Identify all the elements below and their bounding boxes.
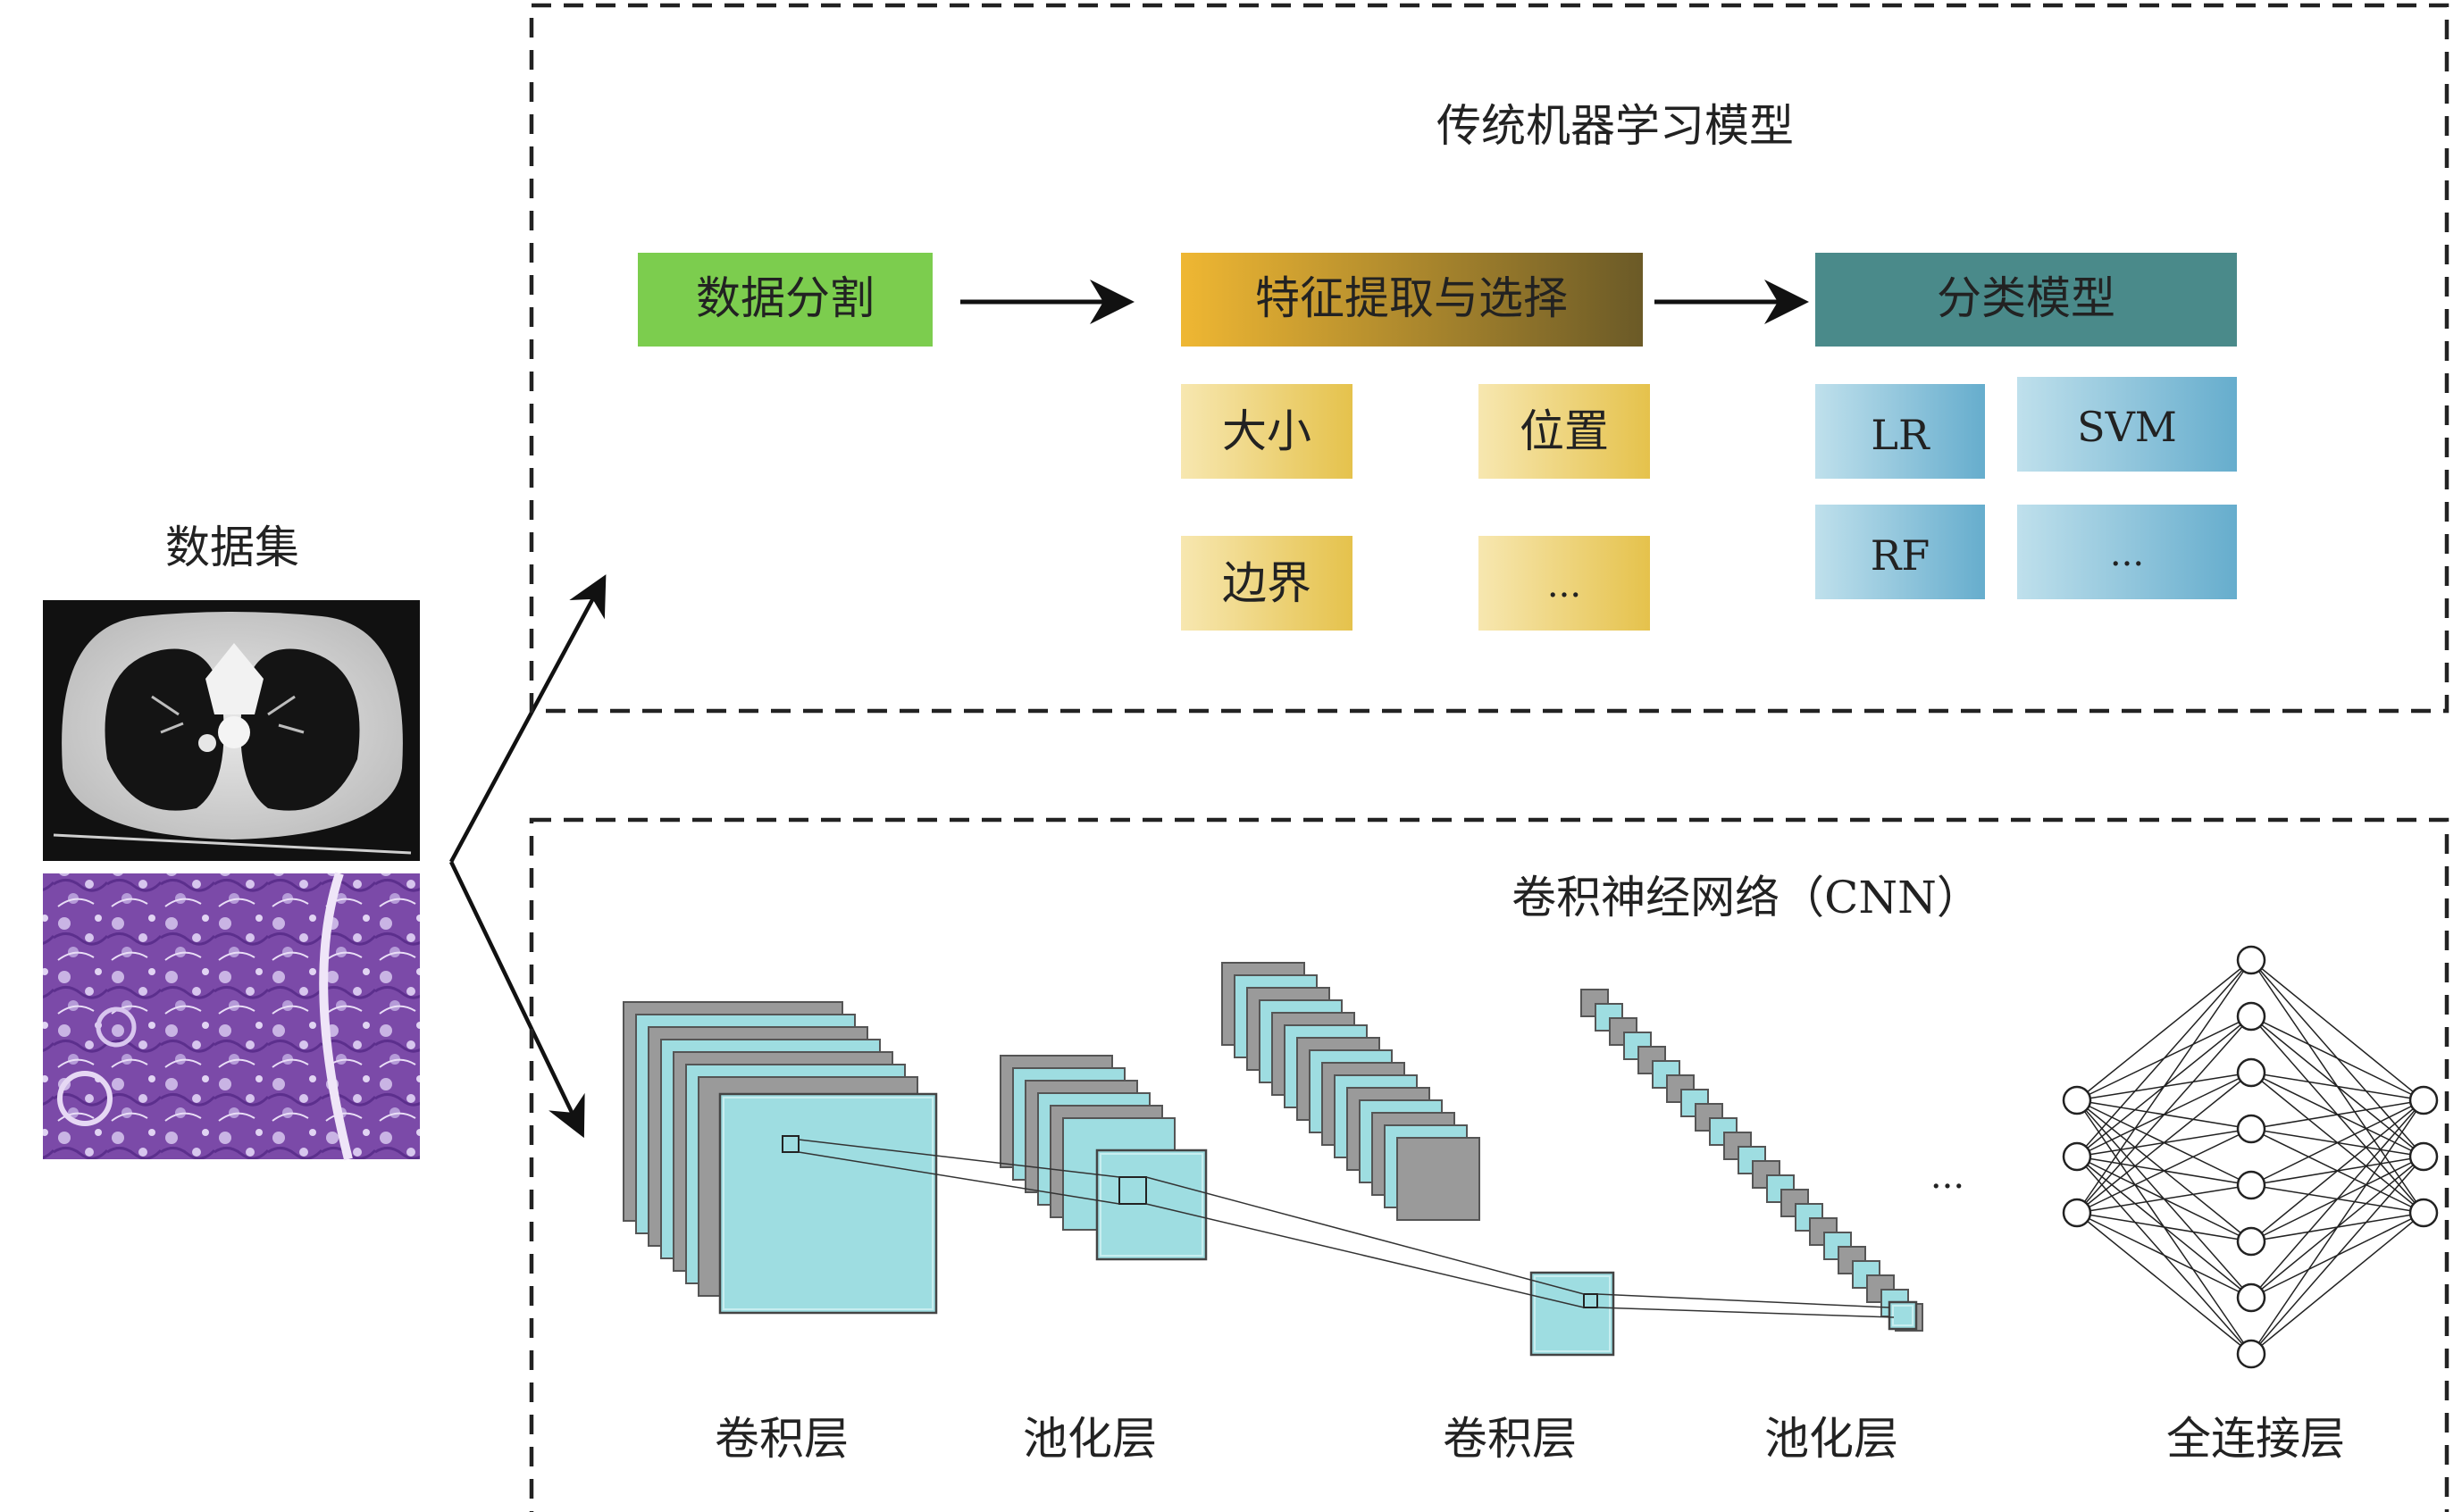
conv2-front-map bbox=[1529, 1271, 1615, 1357]
conv2-front-inner bbox=[1534, 1275, 1611, 1352]
feature-boundary-box bbox=[1181, 536, 1352, 631]
cnn-panel bbox=[529, 817, 2449, 1512]
classifier-more-label: ... bbox=[2110, 533, 2144, 574]
classifier-more-box bbox=[2017, 505, 2237, 599]
classifier-svm-label: SVM bbox=[2077, 403, 2177, 451]
fc-node bbox=[2408, 1198, 2439, 1228]
arrow-to-cnn bbox=[448, 861, 585, 1139]
connector-line bbox=[798, 1139, 1120, 1178]
fc-node bbox=[2408, 1141, 2439, 1172]
fc-edge bbox=[2250, 1099, 2424, 1242]
ct-scan-image bbox=[43, 600, 420, 861]
histology-image bbox=[43, 872, 420, 1161]
fc-edge bbox=[2076, 1184, 2252, 1214]
classifier-rf-box bbox=[1815, 505, 1985, 599]
layer-label-fc: 全连接层 bbox=[2166, 1413, 2345, 1465]
conv1-front-map bbox=[718, 1092, 938, 1315]
receptive-field-lines bbox=[798, 1139, 1895, 1318]
conv2-map bbox=[1396, 1137, 1480, 1221]
fc-node bbox=[2236, 1001, 2266, 1032]
feature-size-box bbox=[1181, 384, 1352, 479]
fc-node bbox=[2236, 1170, 2266, 1200]
fc-edge bbox=[2250, 1212, 2424, 1355]
feature-position-box bbox=[1478, 384, 1650, 479]
connector-line bbox=[1145, 1203, 1585, 1308]
arrow-to-traditional bbox=[449, 574, 607, 864]
pool2-front-inner bbox=[1892, 1305, 1913, 1326]
fc-edge bbox=[2076, 1128, 2252, 1214]
traditional-title: 传统机器学习模型 bbox=[1436, 100, 1794, 152]
cnn-title: 卷积神经网络（CNN） bbox=[1512, 872, 1981, 923]
fc-node bbox=[2236, 1057, 2266, 1088]
fc-edge bbox=[2250, 1099, 2424, 1130]
feature-extraction-label: 特征提取与选择 bbox=[1255, 272, 1568, 324]
fc-node bbox=[2236, 1282, 2266, 1313]
pool1-front-inner bbox=[1100, 1153, 1203, 1257]
fc-edge bbox=[2250, 959, 2424, 1101]
conv2-kernel bbox=[1583, 1293, 1598, 1308]
data-segmentation-label: 数据分割 bbox=[696, 272, 875, 324]
traditional-ml-panel bbox=[529, 3, 2449, 714]
layer-label-conv2: 卷积层 bbox=[1443, 1413, 1577, 1465]
fc-edge bbox=[2250, 1099, 2424, 1186]
fc-edge bbox=[2250, 1156, 2424, 1355]
fc-node bbox=[2236, 1339, 2266, 1369]
fc-node bbox=[2062, 1141, 2092, 1172]
feature-size-label: 大小 bbox=[1222, 405, 1311, 457]
fc-node bbox=[2408, 1085, 2439, 1115]
layer-label-conv1: 卷积层 bbox=[715, 1413, 849, 1465]
fc-edge bbox=[2076, 1072, 2252, 1214]
conv1-front-inner bbox=[723, 1097, 934, 1310]
fc-node bbox=[2236, 1226, 2266, 1257]
feature-extraction-box bbox=[1181, 253, 1643, 347]
layer-label-pool2: 池化层 bbox=[1764, 1413, 1898, 1465]
classifier-svm-box bbox=[2017, 377, 2237, 472]
connector-line bbox=[798, 1151, 1120, 1205]
fc-edge bbox=[2076, 1212, 2252, 1355]
fc-node bbox=[2062, 1085, 2092, 1115]
data-segmentation-box bbox=[638, 253, 933, 347]
fc-edge bbox=[2250, 1099, 2424, 1355]
fc-node bbox=[2062, 1198, 2092, 1228]
connector-line bbox=[1596, 1307, 1895, 1318]
classifier-lr-box bbox=[1815, 384, 1985, 479]
classifier-rf-label: RF bbox=[1871, 531, 1930, 580]
fc-edge bbox=[2076, 1212, 2252, 1299]
cnn-feature-maps bbox=[623, 962, 1923, 1357]
fc-node bbox=[2236, 1114, 2266, 1144]
connector-line bbox=[1145, 1176, 1585, 1295]
cnn-ellipsis: ... bbox=[1930, 1156, 1964, 1197]
pool1-kernel bbox=[1118, 1176, 1147, 1205]
fc-edge bbox=[2076, 959, 2252, 1214]
feature-boundary-label: 边界 bbox=[1222, 557, 1311, 609]
classifier-lr-label: LR bbox=[1871, 411, 1930, 459]
feature-more-label: ... bbox=[1547, 564, 1581, 606]
connector-line bbox=[1596, 1293, 1890, 1308]
fc-edge bbox=[2076, 1015, 2252, 1214]
layer-label-pool1: 池化层 bbox=[1023, 1413, 1157, 1465]
classification-model-box bbox=[1815, 253, 2237, 347]
feature-position-label: 位置 bbox=[1520, 405, 1609, 457]
classification-model-label: 分类模型 bbox=[1937, 272, 2115, 324]
dataset-title: 数据集 bbox=[165, 522, 299, 573]
fc-edge bbox=[2076, 959, 2252, 1157]
fc-edge bbox=[2076, 1212, 2252, 1242]
fc-edge bbox=[2250, 1099, 2424, 1299]
fc-edge bbox=[2250, 1072, 2424, 1101]
fc-edge bbox=[2250, 1015, 2424, 1101]
conv1-kernel bbox=[782, 1135, 800, 1153]
fc-node bbox=[2236, 945, 2266, 975]
fc-edge bbox=[2076, 959, 2252, 1101]
fully-connected-network bbox=[2062, 945, 2439, 1369]
feature-more-box bbox=[1478, 536, 1650, 631]
